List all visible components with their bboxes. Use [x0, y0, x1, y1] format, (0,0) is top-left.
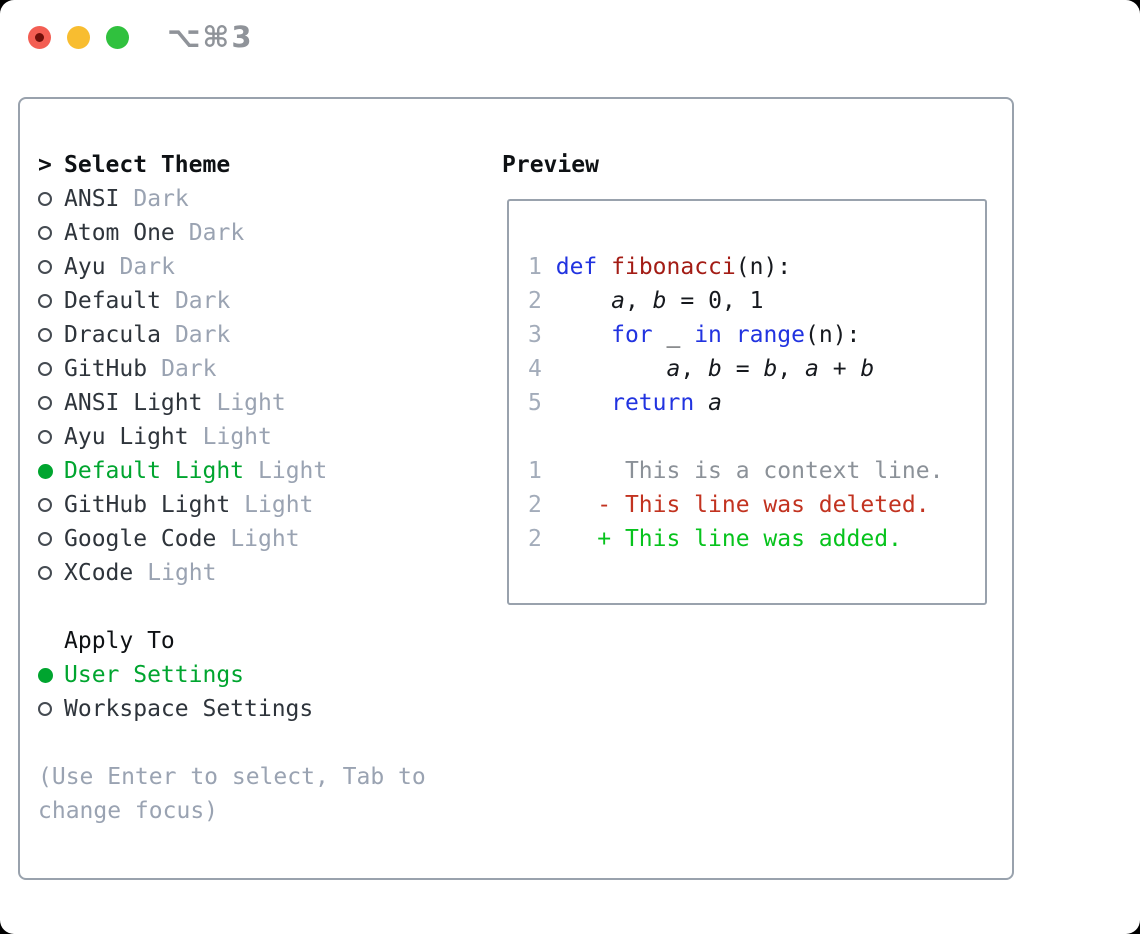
diff-added-line: 2 + This line was added. — [528, 526, 902, 552]
preview-panel: Preview 1 def fibonacci(n): 2 a, b = 0, … — [502, 148, 987, 605]
zoom-button-icon[interactable] — [106, 26, 129, 49]
apply-to-header: Apply To — [38, 624, 426, 658]
theme-option-default-dark[interactable]: Default Dark — [38, 284, 426, 318]
radio-icon — [38, 260, 52, 274]
theme-option-github-light[interactable]: GitHub Light Light — [38, 488, 426, 522]
preview-title: Preview — [502, 152, 599, 178]
apply-to-title: Apply To — [64, 628, 175, 654]
code-line: 5 return a — [528, 390, 722, 416]
diff-context-line: 1 This is a context line. — [528, 458, 944, 484]
code-line: 4 a, b = b, a + b — [528, 356, 875, 382]
preview-code-box: 1 def fibonacci(n): 2 a, b = 0, 1 3 for … — [507, 199, 987, 605]
radio-selected-icon — [38, 668, 53, 683]
theme-option-dracula-dark[interactable]: Dracula Dark — [38, 318, 426, 352]
theme-option-ansi-dark[interactable]: ANSI Dark — [38, 182, 426, 216]
radio-icon — [38, 396, 52, 410]
radio-icon — [38, 702, 52, 716]
theme-option-xcode[interactable]: XCode Light — [38, 556, 426, 590]
theme-option-ayu-light[interactable]: Ayu Light Light — [38, 420, 426, 454]
minimize-button-icon[interactable] — [67, 26, 90, 49]
theme-option-ayu-dark[interactable]: Ayu Dark — [38, 250, 426, 284]
theme-option-ansi-light[interactable]: ANSI Light Light — [38, 386, 426, 420]
select-theme-title: Select Theme — [64, 152, 231, 178]
hint-text-line1: (Use Enter to select, Tab to — [38, 764, 426, 790]
picker-frame: > Select Theme ANSI Dark Atom One Dark A… — [18, 97, 1014, 880]
radio-icon — [38, 498, 52, 512]
theme-option-atom-one-dark[interactable]: Atom One Dark — [38, 216, 426, 250]
theme-option-github-dark[interactable]: GitHub Dark — [38, 352, 426, 386]
code-line-blank — [528, 420, 985, 454]
code-line: 3 for _ in range(n): — [528, 322, 861, 348]
keyboard-shortcut-keycast: ⌥⌘3 — [167, 20, 254, 54]
focus-prompt-icon: > — [38, 152, 52, 178]
apply-option-workspace-settings[interactable]: Workspace Settings — [38, 692, 426, 726]
code-line: 2 a, b = 0, 1 — [528, 288, 764, 314]
radio-icon — [38, 430, 52, 444]
radio-selected-icon — [38, 464, 53, 479]
close-button-icon[interactable] — [28, 26, 51, 49]
apply-option-user-settings[interactable]: User Settings — [38, 658, 426, 692]
diff-deleted-line: 2 - This line was deleted. — [528, 492, 930, 518]
traffic-lights — [28, 26, 129, 49]
theme-option-default-light[interactable]: Default Light Light — [38, 454, 426, 488]
select-theme-header: > Select Theme — [38, 148, 426, 182]
radio-icon — [38, 328, 52, 342]
radio-icon — [38, 566, 52, 580]
code-line: 1 def fibonacci(n): — [528, 254, 792, 280]
hint-text-line2: change focus) — [38, 798, 219, 824]
radio-icon — [38, 532, 52, 546]
radio-icon — [38, 226, 52, 240]
radio-icon — [38, 294, 52, 308]
theme-picker-column: > Select Theme ANSI Dark Atom One Dark A… — [38, 148, 426, 828]
theme-option-google-code[interactable]: Google Code Light — [38, 522, 426, 556]
radio-icon — [38, 362, 52, 376]
radio-icon — [38, 192, 52, 206]
